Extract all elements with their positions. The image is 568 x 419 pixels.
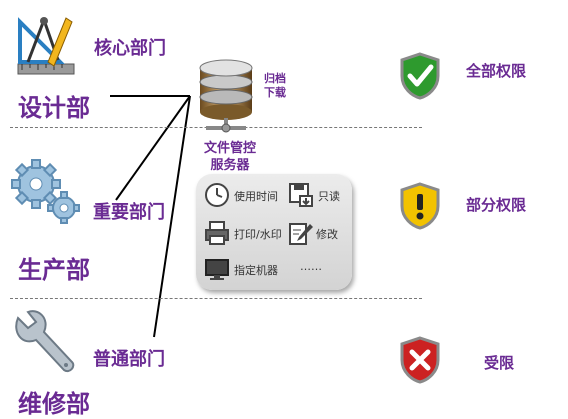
clock-icon — [205, 183, 229, 207]
control-label-more: …… — [300, 260, 322, 273]
monitor-icon — [205, 259, 229, 280]
control-label-modify: 修改 — [316, 228, 338, 241]
connector-maintenance — [153, 95, 191, 338]
permission-full-label: 全部权限 — [466, 62, 527, 80]
gears-icon — [11, 159, 80, 224]
control-label-machine: 指定机器 — [234, 264, 278, 277]
production-level-label: 重要部门 — [93, 202, 165, 223]
edit-icon — [289, 223, 313, 245]
design-level-label: 核心部门 — [94, 38, 166, 59]
control-label-time: 使用时间 — [234, 190, 278, 203]
database-server-icon — [199, 59, 253, 133]
shield-check-icon — [400, 52, 440, 100]
shield-cross-icon — [400, 336, 440, 384]
save-lock-icon — [289, 183, 313, 207]
permission-restricted-label: 受限 — [484, 354, 515, 372]
connector-production — [115, 95, 191, 201]
design-dept-name: 设计部 — [18, 94, 90, 122]
shield-warning-icon — [400, 182, 440, 230]
archive-label-line2: 下载 — [264, 86, 286, 99]
printer-icon — [205, 221, 229, 245]
control-label-readonly: 只读 — [318, 190, 340, 203]
server-name-line2: 服务器 — [210, 158, 250, 173]
control-label-print: 打印/水印 — [234, 228, 282, 241]
maintenance-level-label: 普通部门 — [93, 349, 165, 370]
separator-2 — [10, 298, 422, 299]
archive-label-line1: 归档 — [264, 72, 286, 85]
control-panel: 使用时间 只读 打印/水印 修改 指定机器 …… — [196, 174, 352, 290]
maintenance-dept-name: 维修部 — [18, 390, 90, 418]
wrench-icon — [15, 310, 75, 372]
server-name: 文件管控 服务器 — [194, 140, 266, 174]
server-name-line1: 文件管控 — [203, 141, 256, 156]
archive-label: 归档 下载 — [264, 72, 286, 100]
permission-partial-label: 部分权限 — [466, 196, 527, 214]
production-dept-name: 生产部 — [18, 256, 90, 284]
drafting-tools-icon — [17, 17, 75, 75]
